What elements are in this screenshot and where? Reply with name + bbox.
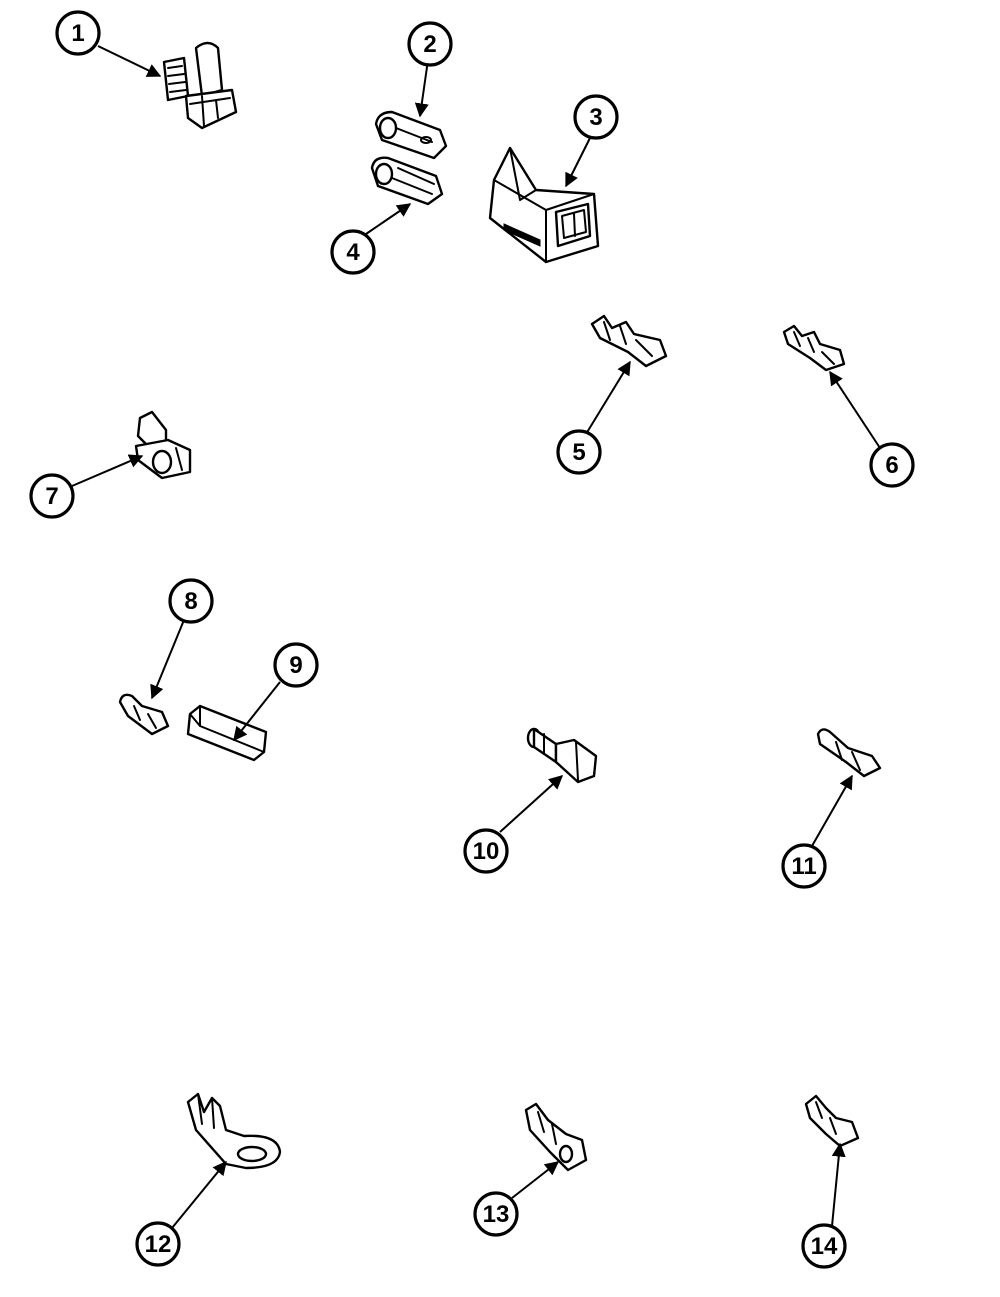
callout-12: 12 <box>135 1221 181 1267</box>
part-14-terminal <box>804 1094 860 1148</box>
callout-label-7: 7 <box>45 483 58 510</box>
leader-2 <box>414 59 429 118</box>
part-2-connector <box>374 110 448 160</box>
callout-6: 6 <box>869 442 915 488</box>
callout-1: 1 <box>55 10 101 56</box>
callout-label-9: 9 <box>289 652 302 679</box>
part-11-pin-terminal <box>816 728 882 778</box>
leader-9 <box>233 681 281 742</box>
leader-5 <box>585 360 631 435</box>
part-1-terminal-housing <box>162 41 238 130</box>
callout-2: 2 <box>407 21 453 67</box>
callout-13: 13 <box>473 1191 519 1237</box>
callout-label-2: 2 <box>423 31 436 58</box>
part-10-insulated-connector <box>526 727 598 784</box>
callout-label-3: 3 <box>589 104 602 131</box>
callout-9: 9 <box>273 642 319 688</box>
part-6-terminal <box>782 324 846 372</box>
leader-13 <box>511 1161 560 1199</box>
callout-label-8: 8 <box>184 588 197 615</box>
callout-7: 7 <box>29 473 75 519</box>
callout-11: 11 <box>781 843 827 889</box>
callout-label-4: 4 <box>346 239 360 266</box>
leader-12 <box>171 1160 227 1229</box>
part-7-clip-terminal <box>134 410 192 480</box>
part-8-small-terminal <box>118 693 170 736</box>
callout-3: 3 <box>573 94 619 140</box>
leader-8 <box>150 619 185 700</box>
part-3-block-connector <box>488 146 600 264</box>
part-9-insulator-sleeve <box>186 704 268 762</box>
part-13-terminal <box>524 1102 588 1172</box>
callout-label-5: 5 <box>572 439 585 466</box>
callout-8: 8 <box>168 578 214 624</box>
leader-1 <box>97 45 162 77</box>
leader-6 <box>829 370 881 449</box>
callout-label-11: 11 <box>791 853 816 880</box>
part-5-terminal <box>590 314 668 368</box>
callout-label-14: 14 <box>811 1233 838 1260</box>
part-12-ring-terminal <box>186 1092 282 1170</box>
callout-14: 14 <box>801 1223 847 1269</box>
callout-10: 10 <box>463 828 509 874</box>
callout-label-12: 12 <box>145 1231 172 1258</box>
leader-3 <box>565 133 593 188</box>
callout-label-13: 13 <box>483 1201 510 1228</box>
callout-4: 4 <box>330 229 376 275</box>
part-4-connector <box>370 156 444 206</box>
callout-5: 5 <box>556 429 602 475</box>
callout-label-10: 10 <box>473 838 500 865</box>
leader-7 <box>71 454 144 487</box>
leader-arrows <box>71 45 881 1229</box>
leader-11 <box>811 774 853 847</box>
leader-14 <box>831 1142 846 1227</box>
callout-label-6: 6 <box>885 452 898 479</box>
leader-4 <box>365 203 412 235</box>
callout-label-1: 1 <box>71 20 84 47</box>
leader-10 <box>499 775 564 833</box>
